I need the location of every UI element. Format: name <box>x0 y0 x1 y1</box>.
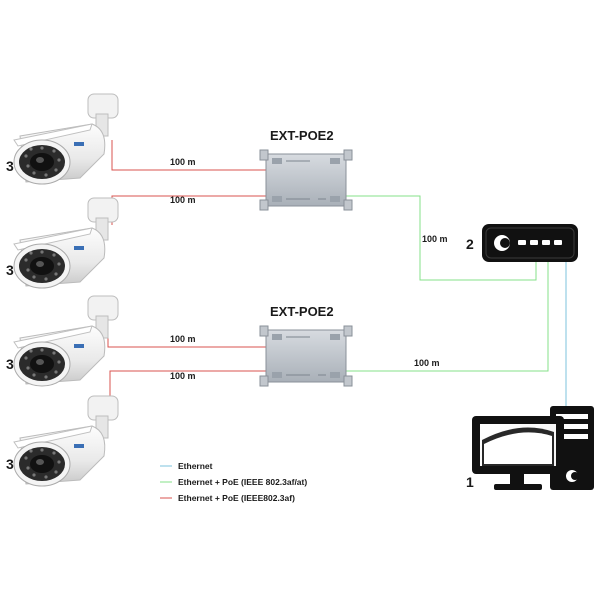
number-camera-1: 3 <box>6 158 14 174</box>
number-camera-4: 3 <box>6 456 14 472</box>
link-cam4 <box>109 370 266 405</box>
distance-label-ext2-uplink: 100 m <box>414 358 440 368</box>
camera-2 <box>13 197 119 289</box>
poe-at-links <box>346 195 549 372</box>
ext-poe2-label-1: EXT-POE2 <box>270 128 334 143</box>
number-camera-2: 3 <box>6 262 14 278</box>
distance-label-cam2: 100 m <box>170 195 196 205</box>
link-cam1 <box>111 140 266 171</box>
distance-label-cam3: 100 m <box>170 334 196 344</box>
legend-label-ethernet: Ethernet <box>178 461 213 471</box>
distance-label-cam4: 100 m <box>170 371 196 381</box>
number-pc: 1 <box>466 474 474 490</box>
number-switch: 2 <box>466 236 474 252</box>
ext-poe2-unit-1 <box>259 149 353 211</box>
switch-device <box>482 224 578 262</box>
ext-poe2-label-2: EXT-POE2 <box>270 304 334 319</box>
pc-workstation <box>472 406 594 490</box>
link-ext1-switch <box>346 195 537 281</box>
legend-label-poe-at: Ethernet + PoE (IEEE 802.3af/at) <box>178 477 308 487</box>
link-ext2-switch <box>346 262 549 372</box>
ext-poe2-unit-2 <box>259 325 353 387</box>
camera-3 <box>13 295 119 387</box>
distance-label-ext1-uplink: 100 m <box>422 234 448 244</box>
legend-swatches <box>160 465 172 499</box>
camera-4 <box>13 395 119 487</box>
number-camera-3: 3 <box>6 356 14 372</box>
poe-af-links <box>107 140 266 405</box>
camera-1 <box>13 93 119 185</box>
distance-label-cam1: 100 m <box>170 157 196 167</box>
legend-label-poe-af: Ethernet + PoE (IEEE802.3af) <box>178 493 295 503</box>
